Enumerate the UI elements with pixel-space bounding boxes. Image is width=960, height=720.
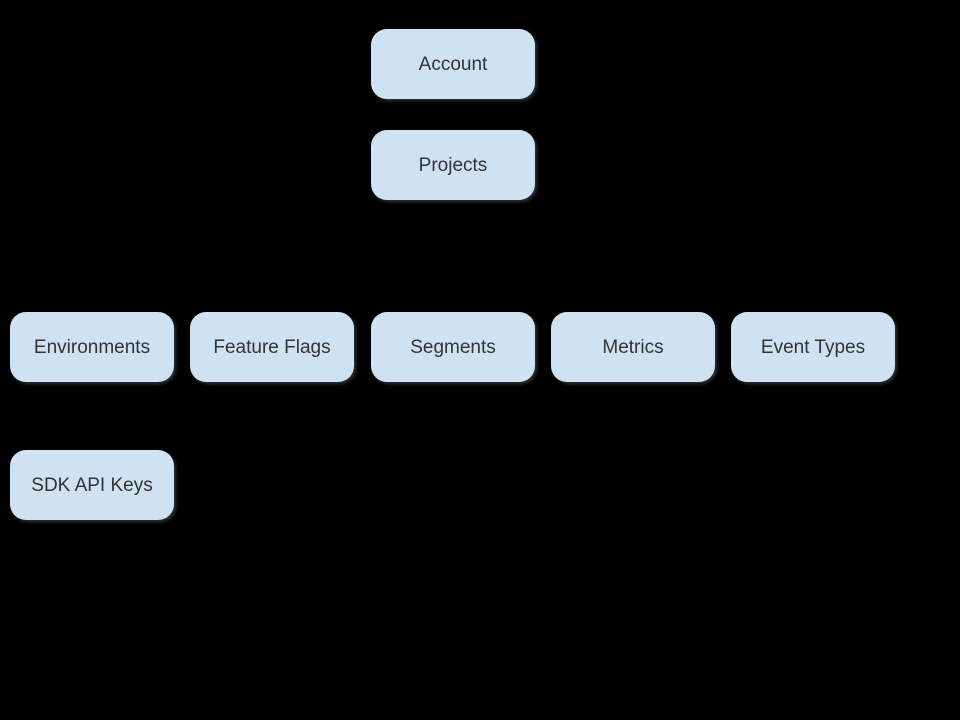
node-metrics: Metrics (551, 312, 715, 382)
node-sdk-api-keys-label: SDK API Keys (31, 474, 153, 496)
node-segments-label: Segments (410, 336, 496, 358)
node-feature-flags-label: Feature Flags (213, 336, 331, 358)
node-sdk-api-keys: SDK API Keys (10, 450, 174, 520)
node-account-label: Account (418, 53, 488, 75)
node-segments: Segments (371, 312, 535, 382)
node-metrics-label: Metrics (602, 336, 664, 358)
node-projects-label: Projects (418, 154, 488, 176)
node-environments-label: Environments (33, 336, 151, 358)
node-feature-flags: Feature Flags (190, 312, 354, 382)
node-environments: Environments (10, 312, 174, 382)
node-projects: Projects (371, 130, 535, 200)
node-account: Account (371, 29, 535, 99)
node-event-types: Event Types (731, 312, 895, 382)
node-event-types-label: Event Types (760, 336, 866, 358)
